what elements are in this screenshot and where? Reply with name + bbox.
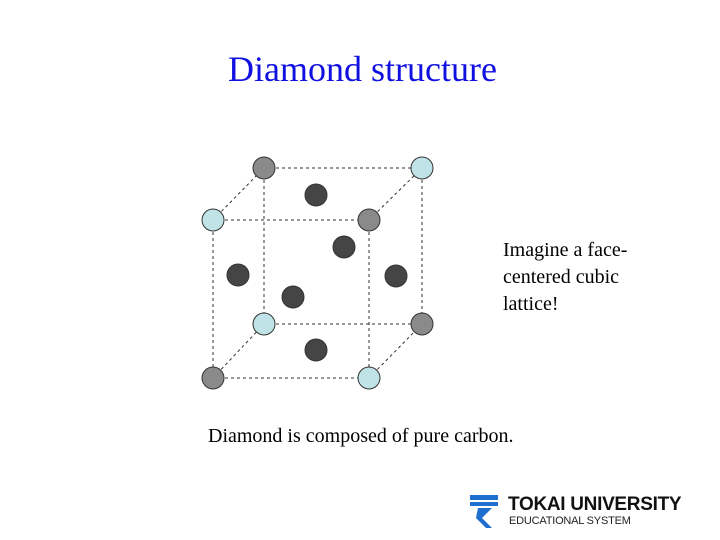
atom-interior	[281, 285, 305, 309]
atom-corner	[252, 312, 276, 336]
tokai-university-logo: TOKAI UNIVERSITY EDUCATIONAL SYSTEM	[468, 494, 703, 530]
tokai-emblem-icon	[470, 495, 498, 528]
atom-interior	[332, 235, 356, 259]
atom-interior	[384, 264, 408, 288]
atom-interior	[304, 338, 328, 362]
slide-title: Diamond structure	[228, 49, 497, 89]
atom-interior	[226, 263, 250, 287]
logo-subtitle: EDUCATIONAL SYSTEM	[509, 515, 631, 527]
atom-interior	[304, 183, 328, 207]
atom-corner	[357, 366, 381, 390]
atom-corner	[357, 208, 381, 232]
atom-corner	[201, 208, 225, 232]
atom-corner	[252, 156, 276, 180]
atom-corner	[410, 156, 434, 180]
atom-corner	[410, 312, 434, 336]
slide-caption: Diamond is composed of pure carbon.	[208, 425, 514, 447]
atom-corner	[201, 366, 225, 390]
logo-name: TOKAI UNIVERSITY	[508, 494, 682, 515]
side-note: Imagine a face-centered cubic lattice!	[503, 239, 628, 315]
